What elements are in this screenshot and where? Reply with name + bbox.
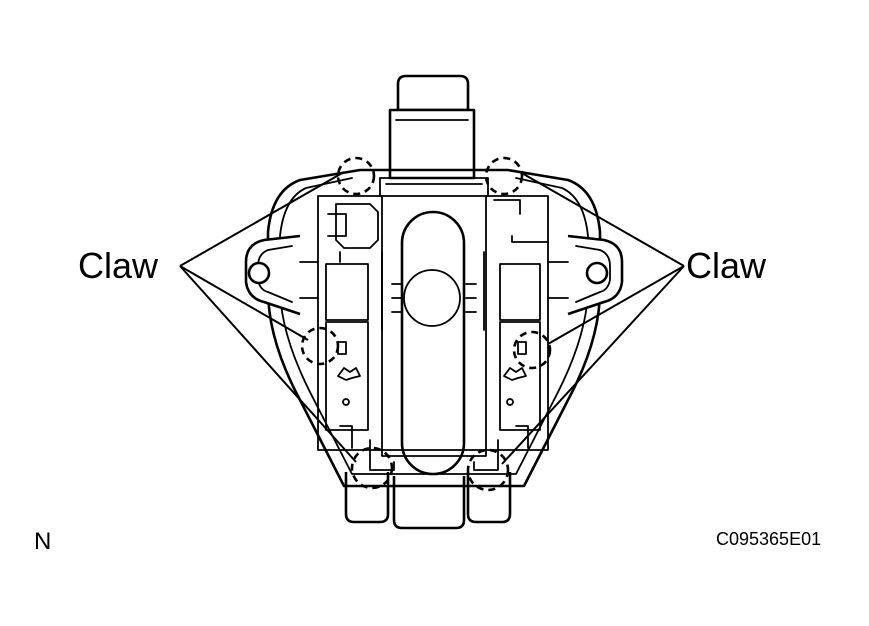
corner-mark: N [34, 528, 52, 555]
figure-code: C095365E01 [716, 529, 822, 549]
claw-marker-bottom-left [350, 446, 394, 490]
claw-marker-middle-right [512, 330, 552, 370]
left-ear [244, 234, 301, 316]
right-ear [567, 234, 624, 316]
claw-marker-top-left [336, 156, 376, 196]
bottom-tabs [344, 472, 512, 530]
leader-lines-left [179, 171, 357, 463]
claw-label-left: Claw [78, 245, 159, 286]
claw-marker-top-right [484, 156, 524, 196]
claw-label-right: Claw [686, 245, 767, 286]
claw-marker-middle-left [300, 326, 340, 366]
center-button [381, 210, 485, 476]
claw-marker-bottom-right [466, 448, 510, 492]
leader-lines-right [501, 171, 685, 465]
claw-markers [300, 156, 552, 492]
top-connector [388, 74, 476, 180]
inner-body [299, 177, 569, 471]
